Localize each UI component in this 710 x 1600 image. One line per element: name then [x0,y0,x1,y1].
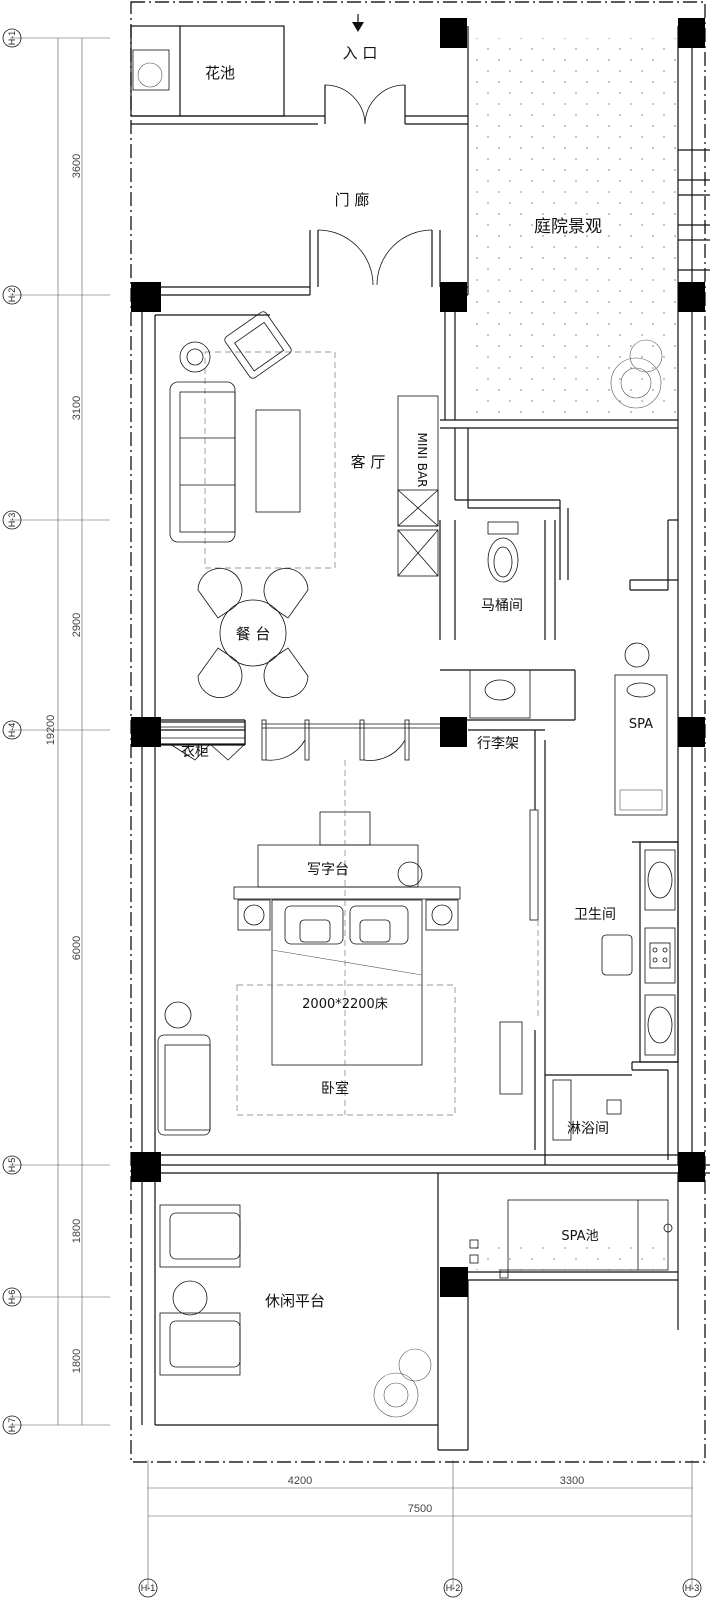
label-spa-pool: SPA池 [561,1229,598,1244]
label-shower: 淋浴间 [567,1121,609,1137]
label-bed: 2000*2200床 [302,997,388,1012]
label-porch: 门 廊 [335,191,370,209]
axis-label: H-7 [7,1418,17,1433]
label-planter: 花池 [205,64,235,82]
vertical-dimensions: 3600 3100 2900 6000 1800 1800 19200 [45,154,83,1373]
label-terrace: 休闲平台 [265,1292,325,1310]
label-minibar: MINI BAR [415,432,429,487]
entrance-arrow-icon [352,22,364,32]
structural-columns [131,18,705,1297]
courtyard-paving [468,38,678,418]
terrace-furniture [159,1204,241,1376]
row-axis-markers: H-1 H-2 H-3 H-4 H-5 H-6 H-7 [2,28,22,1435]
left-dimension-lines [10,37,110,1426]
label-entrance: 入 口 [343,44,378,62]
toilet-fixture [469,521,531,719]
axis-label: H-2 [446,1583,461,1593]
spa-bed [614,642,668,816]
bedroom-furniture [157,760,633,1136]
label-luggage: 行李架 [477,736,519,752]
label-courtyard: 庭院景观 [534,217,602,237]
dimension-label: 3600 [71,154,83,178]
label-desk: 写字台 [307,862,349,878]
label-spa: SPA [629,717,653,732]
dimension-total: 19200 [45,715,57,746]
bottom-dimension-lines: 4200 3300 7500 H-1 H-2 H-3 [138,1460,702,1598]
vanity-sinks [647,861,673,1044]
dimension-label: 1800 [71,1219,83,1243]
dimension-label: 3100 [71,396,83,420]
axis-label: H-1 [7,31,17,46]
label-bedroom: 卧室 [321,1080,349,1097]
dining-furniture [197,568,309,698]
axis-label: H-3 [685,1583,700,1593]
dimension-label: 1800 [71,1349,83,1373]
walls [130,25,710,1451]
dimension-total: 7500 [408,1503,432,1515]
label-wardrobe: 衣柜 [181,744,209,760]
dimension-label: 6000 [71,936,83,960]
axis-label: H-4 [7,723,17,738]
plant-icon [137,62,663,1418]
axis-label: H-5 [7,1158,17,1173]
room-labels: 入 口 花池 门 廊 庭院景观 客 厅 MINI BAR 餐 台 马桶间 衣柜 … [181,44,653,1310]
dimension-label: 3300 [560,1475,584,1487]
label-bathroom: 卫生间 [574,907,616,923]
axis-label: H-3 [7,513,17,528]
label-toilet: 马桶间 [481,598,523,614]
terrace-paving [470,1240,670,1270]
dimension-label: 4200 [288,1475,312,1487]
axis-label: H-2 [7,288,17,303]
label-living: 客 厅 [351,453,386,471]
axis-label: H-1 [141,1583,156,1593]
living-furniture [169,311,439,577]
spa-pool [469,1199,673,1279]
dimension-label: 2900 [71,613,83,637]
label-dining: 餐 台 [236,625,271,643]
axis-label: H-6 [7,1290,17,1305]
